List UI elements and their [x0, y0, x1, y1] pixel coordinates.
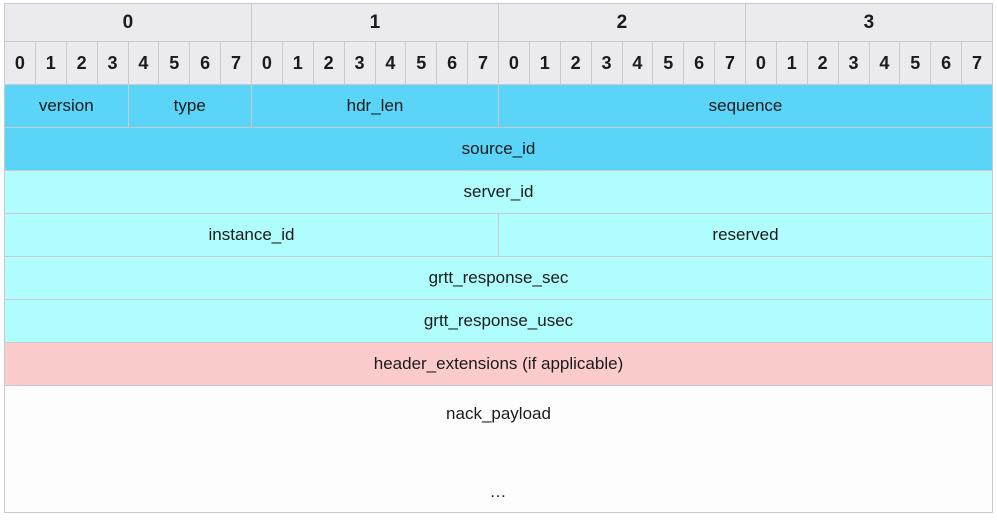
bit-index-cell-29: 5: [899, 41, 932, 85]
payload-continuation-ellipsis: …: [489, 482, 508, 501]
field-row: grtt_response_sec: [4, 256, 993, 300]
field-row: header_extensions (if applicable): [4, 342, 993, 386]
bit-index-cell-16: 0: [498, 41, 530, 85]
bit-index-cell-26: 2: [806, 41, 839, 85]
bit-index-cell-1: 1: [34, 41, 67, 85]
bit-index-cell-5: 5: [158, 41, 191, 85]
field-row: source_id: [4, 127, 993, 171]
bit-index-cell-2: 2: [65, 41, 98, 85]
bit-index-cell-12: 4: [374, 41, 407, 85]
field-version: version: [4, 84, 129, 128]
bit-index-cell-31: 7: [961, 41, 993, 85]
bit-index-cell-27: 3: [837, 41, 870, 85]
field-server-id: server_id: [4, 170, 993, 214]
bit-index-cell-20: 4: [621, 41, 654, 85]
bit-index-cell-25: 1: [775, 41, 808, 85]
bit-index-cell-13: 5: [405, 41, 438, 85]
bit-index-cell-6: 6: [189, 41, 222, 85]
bit-index-cell-0: 0: [4, 41, 36, 85]
bit-index-cell-18: 2: [559, 41, 592, 85]
field-type: type: [127, 84, 252, 128]
bit-index-cell-30: 6: [930, 41, 963, 85]
bit-index-cell-24: 0: [745, 41, 777, 85]
payload-inner: nack_payload …: [5, 386, 992, 512]
bit-index-cell-3: 3: [96, 41, 129, 85]
field-grtt-response-usec: grtt_response_usec: [4, 299, 993, 343]
bit-index-cell-7: 7: [220, 41, 252, 85]
field-sequence: sequence: [498, 84, 993, 128]
byte-index-cell-1: 1: [251, 3, 499, 42]
bit-index-cell-17: 1: [528, 41, 561, 85]
field-hdr-len: hdr_len: [251, 84, 499, 128]
field-instance-id: instance_id: [4, 213, 499, 257]
byte-index-cell-0: 0: [4, 3, 252, 42]
field-grtt-response-sec: grtt_response_sec: [4, 256, 993, 300]
field-nack-payload: nack_payload …: [4, 385, 993, 513]
bit-index-cell-4: 4: [127, 41, 160, 85]
bit-index-cell-28: 4: [868, 41, 901, 85]
bit-index-cell-21: 5: [652, 41, 685, 85]
bit-index-cell-19: 3: [590, 41, 623, 85]
field-header-extensions: header_extensions (if applicable): [4, 342, 993, 386]
bit-index-cell-9: 1: [281, 41, 314, 85]
field-row: grtt_response_usec: [4, 299, 993, 343]
bit-index-cell-14: 6: [436, 41, 469, 85]
byte-index-cell-3: 3: [745, 3, 993, 42]
payload-row: nack_payload …: [4, 385, 993, 513]
bit-index-cell-22: 6: [683, 41, 716, 85]
payload-label: nack_payload: [446, 404, 551, 423]
bit-index-cell-23: 7: [714, 41, 746, 85]
bit-index-cell-8: 0: [251, 41, 283, 85]
bit-index-cell-15: 7: [467, 41, 499, 85]
field-reserved: reserved: [498, 213, 993, 257]
field-row: server_id: [4, 170, 993, 214]
byte-index-cell-2: 2: [498, 3, 746, 42]
field-source-id: source_id: [4, 127, 993, 171]
bit-index-cell-11: 3: [343, 41, 376, 85]
bit-index-cell-10: 2: [312, 41, 345, 85]
